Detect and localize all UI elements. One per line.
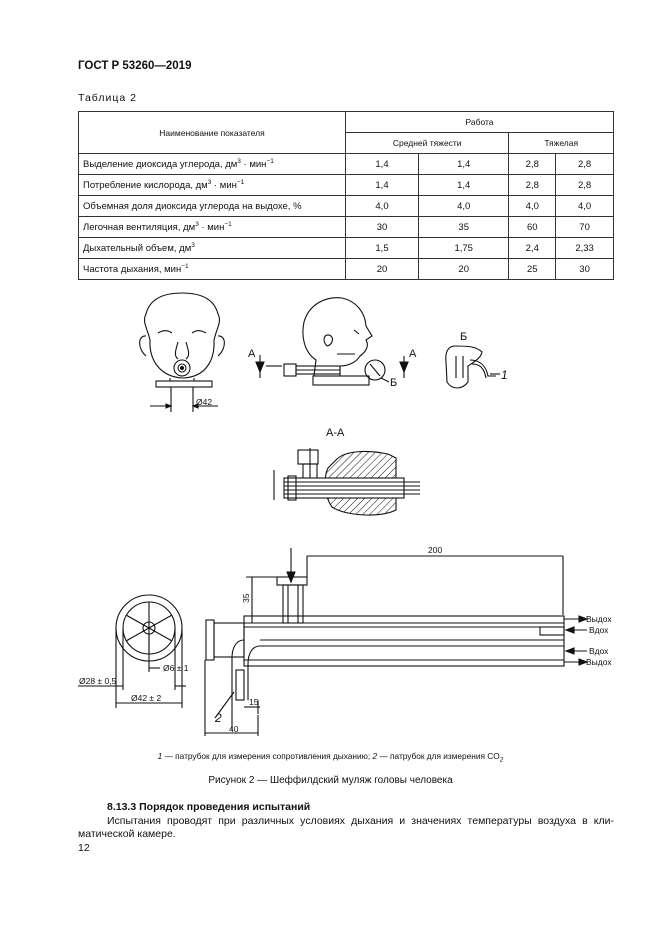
head-side-view: А А Б bbox=[248, 297, 417, 389]
detail-b: Б 1 bbox=[445, 331, 508, 389]
row-value-cell: 30 bbox=[555, 258, 614, 280]
row-value-cell: 20 bbox=[418, 258, 510, 280]
row-name-part: Легочная вентиляция, дм bbox=[83, 221, 196, 233]
row-name-part: · мин bbox=[240, 158, 267, 170]
table-caption: Таблица 2 bbox=[78, 92, 137, 104]
legend-number-2: 2 bbox=[372, 751, 378, 761]
label-two: 2 bbox=[214, 711, 222, 725]
standard-header: ГОСТ Р 53260—2019 bbox=[78, 60, 192, 72]
section-paragraph: Испытания проводят при различных условия… bbox=[78, 815, 614, 841]
dim-15: 15 bbox=[249, 697, 259, 707]
row-value-cell: 4,0 bbox=[418, 195, 510, 217]
row-name-part: −1 bbox=[181, 262, 189, 270]
tube-side-view: 35 200 15 40 2 Выдох Вдох Вдох Выдох bbox=[204, 545, 612, 736]
table-header-row: Наименование показателя Работа bbox=[78, 111, 614, 154]
row-name-part: −1 bbox=[266, 157, 274, 165]
label-a-left: А bbox=[248, 348, 256, 360]
dim-d42-top: Ø42 bbox=[196, 397, 212, 407]
parameters-table: Наименование показателя Работа Средней т… bbox=[78, 111, 614, 280]
row-name-part: Объемная доля диоксида углерода на выдох… bbox=[83, 200, 302, 212]
row-name-part: 3 bbox=[237, 157, 241, 165]
section-title: 8.13.3 Порядок проведения испытаний bbox=[107, 801, 311, 813]
dim-d42: Ø42 ± 2 bbox=[131, 693, 161, 703]
paragraph-line-2: матической камере. bbox=[78, 828, 176, 840]
row-name-part: Частота дыхания, мин bbox=[83, 263, 182, 275]
figure-caption: Рисунок 2 — Шеффилдский муляж головы чел… bbox=[208, 775, 453, 786]
row-name-part: 3 bbox=[207, 178, 212, 186]
figure-legend: 1 — патрубок для измерения сопротивления… bbox=[0, 751, 661, 764]
dim-40: 40 bbox=[229, 724, 239, 734]
row-name-part: Дыхательный объем, дм bbox=[83, 242, 192, 254]
label-b-mark: Б bbox=[390, 377, 397, 389]
section-aa: А-А bbox=[273, 427, 420, 516]
legend-sub: 2 bbox=[499, 756, 504, 764]
row-name-part: Потребление кислорода, дм bbox=[83, 179, 208, 191]
row-name-part: · мин bbox=[211, 179, 237, 191]
header-name-cell: Наименование показателя bbox=[78, 111, 346, 154]
flow-exhale-top: Выдох bbox=[586, 614, 612, 624]
row-name-part: 3 bbox=[191, 241, 195, 249]
flow-inhale-bottom: Вдох bbox=[589, 646, 609, 656]
label-b-detail: Б bbox=[460, 331, 467, 343]
flow-inhale-top: Вдох bbox=[589, 625, 609, 635]
row-name-part: · мин bbox=[198, 221, 225, 233]
table-body: Выделение диоксида углерода, дм3 · мин−1… bbox=[78, 153, 614, 280]
page-number: 12 bbox=[78, 842, 90, 854]
table-row: Выделение диоксида углерода, дм3 · мин−1… bbox=[78, 153, 614, 175]
legend-text-1: — патрубок для измерения сопротивления д… bbox=[162, 751, 373, 761]
row-name-part: Выделение диоксида углерода, дм bbox=[83, 158, 238, 170]
label-a-right: А bbox=[409, 348, 417, 360]
row-value-cell: 25 bbox=[508, 258, 557, 280]
table-row: Объемная доля диоксида углерода на выдох… bbox=[78, 195, 614, 217]
row-name-part: −1 bbox=[224, 220, 232, 228]
dim-d6: Ø6 ± 1 bbox=[163, 663, 189, 673]
table-subheader-row: Средней тяжести Тяжелая bbox=[79, 132, 614, 154]
head-front-view: Ø42 bbox=[139, 292, 225, 412]
row-value-cell: 4,0 bbox=[555, 195, 614, 217]
front-circle-view: Ø6 ± 1 Ø28 ± 0,5 Ø42 ± 2 bbox=[78, 594, 189, 708]
label-one: 1 bbox=[501, 368, 508, 382]
row-name-part: −1 bbox=[236, 178, 245, 186]
row-name-cell: Частота дыхания, мин−1 bbox=[78, 258, 346, 280]
dim-35: 35 bbox=[241, 593, 251, 603]
legend-number-1: 1 bbox=[157, 751, 163, 761]
paragraph-line-1: Испытания проводят при различных условия… bbox=[107, 815, 614, 827]
dim-d28: Ø28 ± 0,5 bbox=[79, 676, 117, 686]
label-section: А-А bbox=[326, 427, 345, 439]
flow-exhale-bottom: Выдох bbox=[586, 657, 612, 667]
row-value-cell: 1,4 bbox=[418, 174, 510, 196]
legend-text-2: — патрубок для измерения CO bbox=[377, 751, 500, 761]
dim-200: 200 bbox=[428, 545, 442, 555]
row-name-part: 3 bbox=[195, 220, 199, 228]
